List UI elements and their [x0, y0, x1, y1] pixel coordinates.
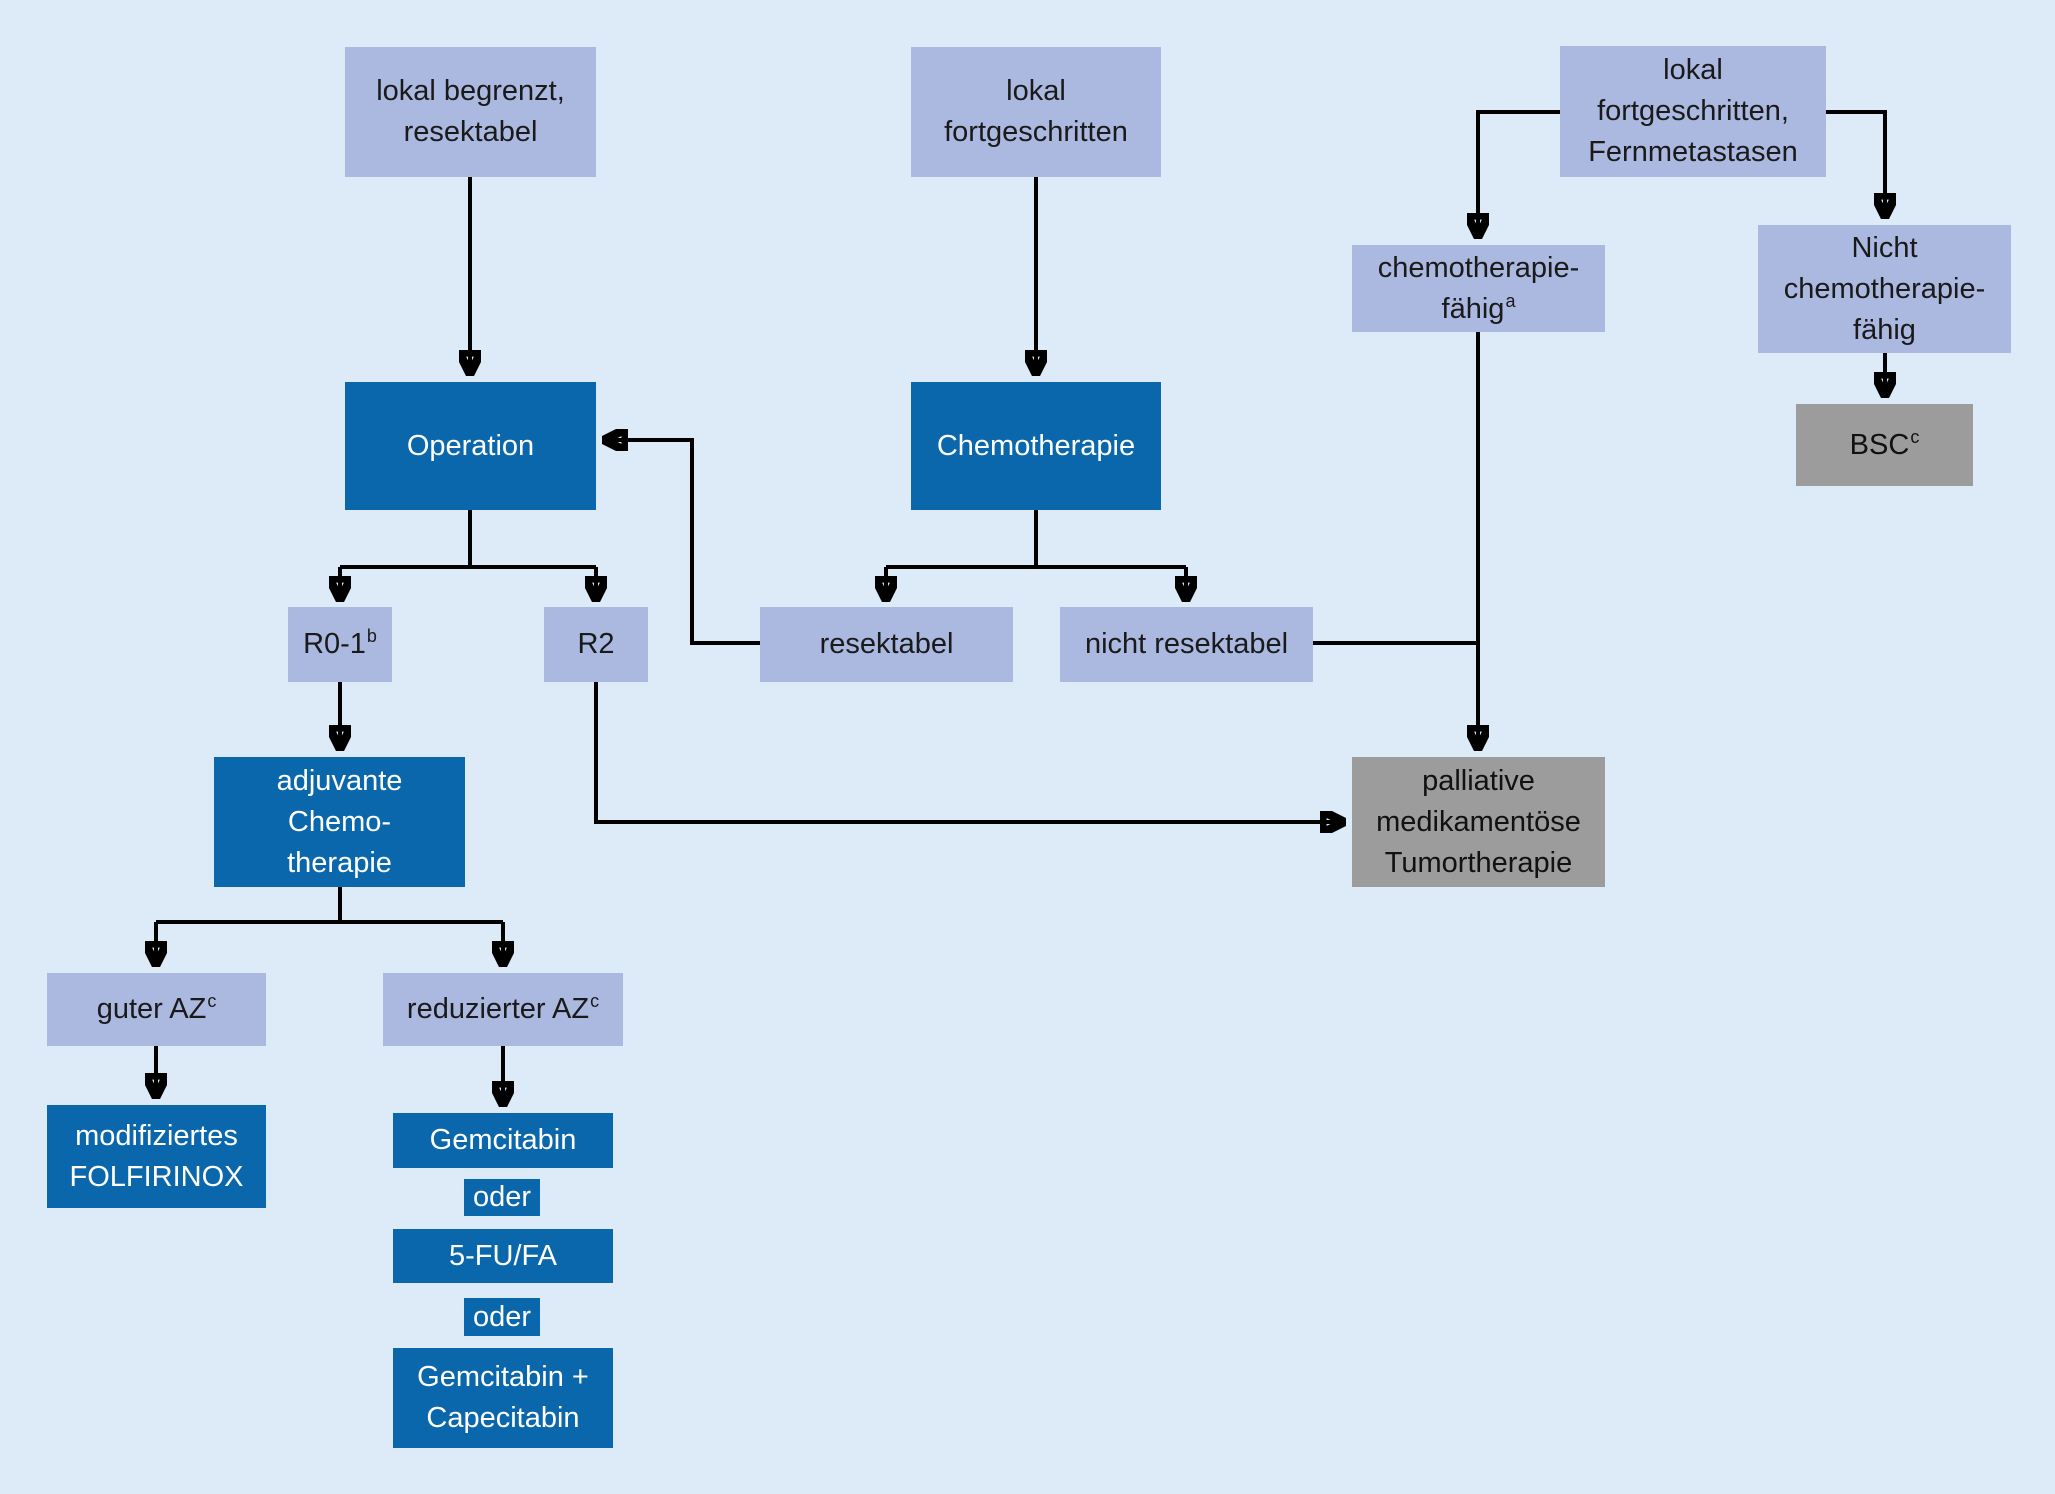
node-chemotherapie-faehig: chemotherapie- fähiga [1352, 245, 1605, 332]
node-palliative-tumortherapie: palliative medikamentöse Tumortherapie [1352, 757, 1605, 887]
node-operation: Operation [345, 382, 596, 510]
line-adjuvante-split [156, 887, 503, 924]
arrow-r2-to-palliative [594, 682, 1342, 822]
node-adjuvante-chemotherapie: adjuvante Chemo- therapie [214, 757, 465, 887]
footnote-marker-c: c [590, 991, 600, 1012]
node-lokal-fortgeschritten-fernmetastasen: lokal fortgeschritten, Fernmetastasen [1560, 46, 1826, 177]
node-gemcitabin: Gemcitabin [393, 1113, 613, 1168]
node-resektabel: resektabel [760, 607, 1013, 682]
node-guter-az: guter AZc [47, 973, 266, 1046]
arrow-fernmetastasen-to-chemofaehig [1478, 110, 1560, 235]
node-lokal-begrenzt-resektabel: lokal begrenzt, resektabel [345, 47, 596, 177]
node-lokal-fortgeschritten: lokal fortgeschritten [911, 47, 1161, 177]
line-operation-split [340, 510, 596, 569]
footnote-marker-c: c [1910, 426, 1920, 447]
node-oder-1: oder [464, 1179, 540, 1216]
node-5-fu-fa: 5-FU/FA [393, 1229, 613, 1283]
footnote-marker-b: b [366, 626, 377, 647]
node-gemcitabin-capecitabin: Gemcitabin + Capecitabin [393, 1348, 613, 1448]
node-oder-2: oder [464, 1298, 540, 1336]
node-reduzierter-az: reduzierter AZc [383, 973, 623, 1046]
node-r2: R2 [544, 607, 648, 682]
footnote-marker-c: c [207, 991, 217, 1012]
arrow-resektabel-to-operation [606, 440, 760, 645]
node-chemotherapie: Chemotherapie [911, 382, 1161, 510]
node-bsc: BSCc [1796, 404, 1973, 486]
node-nicht-resektabel: nicht resektabel [1060, 607, 1313, 682]
node-r0-1: R0-1b [288, 607, 392, 682]
node-modifiziertes-folfirinox: modifiziertes FOLFIRINOX [47, 1105, 266, 1208]
node-nicht-chemotherapie-faehig: Nicht chemotherapie- fähig [1758, 225, 2011, 353]
arrow-fernmetastasen-to-nicht-chemofaehig [1826, 110, 1885, 215]
line-chemotherapie-split [886, 510, 1186, 569]
footnote-marker-a: a [1505, 290, 1516, 311]
